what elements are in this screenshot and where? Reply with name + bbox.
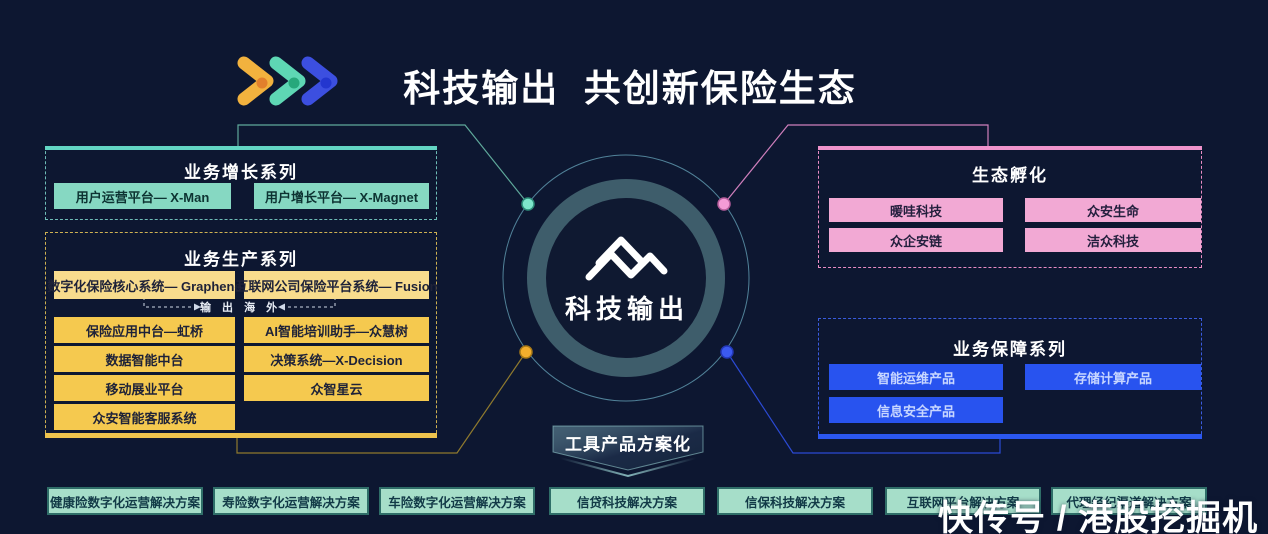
node-dot-blue <box>720 345 734 359</box>
zhongan-mountain-logo-icon <box>585 236 668 281</box>
center-disc <box>546 198 706 358</box>
production-item: 数据智能中台 <box>54 346 235 372</box>
section-incubation-title: 生态孵化 <box>972 166 1048 185</box>
incubation-item: 洁众科技 <box>1025 228 1201 252</box>
incubation-item: 暖哇科技 <box>829 198 1003 222</box>
section-assurance: 业务保障系列 智能运维产品 存储计算产品 信息安全产品 <box>818 318 1202 439</box>
section-production-accent-bar <box>45 433 437 438</box>
chevron-dot-green-icon <box>288 77 300 89</box>
banner-tip-glow <box>559 457 697 478</box>
production-featured-item: 互联网公司保险平台系统— Fusion <box>235 271 438 299</box>
production-item: 保险应用中台—虹桥 <box>54 317 235 343</box>
assurance-item: 存储计算产品 <box>1025 364 1201 390</box>
section-growth-accent-bar <box>45 146 437 150</box>
assurance-item: 信息安全产品 <box>829 397 1003 423</box>
center-circle-label: 科技输出 <box>564 294 689 324</box>
connector-growth <box>237 124 529 205</box>
page-title: 科技输出 共创新保险生态 <box>403 68 857 109</box>
export-overseas-note: 输 出 海 外 <box>200 302 282 314</box>
chevron-dot-blue-icon <box>320 77 332 89</box>
banner-shape <box>552 425 704 471</box>
section-incubation-accent-bar <box>818 146 1202 150</box>
production-item: 众安智能客服系统 <box>54 404 235 430</box>
solution-box: 寿险数字化运营解决方案 <box>213 487 369 515</box>
solution-box: 信贷科技解决方案 <box>549 487 705 515</box>
node-dot-yellow <box>519 345 533 359</box>
section-growth-title: 业务增长系列 <box>184 163 298 182</box>
section-incubation: 生态孵化 暖哇科技 众安生命 众企安链 洁众科技 <box>818 146 1202 268</box>
solution-box: 互联网平台解决方案 <box>885 487 1041 515</box>
solution-box: 代理经纪渠道解决方案 <box>1051 487 1207 515</box>
export-dashed-arrow-right <box>286 297 336 308</box>
connector-production <box>236 351 527 454</box>
incubation-item: 众安生命 <box>1025 198 1201 222</box>
export-arrowhead-left-icon <box>278 303 285 311</box>
section-assurance-title: 业务保障系列 <box>953 340 1067 359</box>
section-production-title: 业务生产系列 <box>184 250 298 269</box>
production-featured-item: 数字化保险核心系统— Graphene <box>47 271 242 299</box>
export-arrowhead-right-icon <box>194 303 201 311</box>
section-growth: 业务增长系列 用户运营平台— X-Man 用户增长平台— X-Magnet <box>45 146 437 220</box>
growth-item: 用户运营平台— X-Man <box>54 183 231 209</box>
production-item: 众智星云 <box>244 375 429 401</box>
solution-box: 车险数字化运营解决方案 <box>379 487 535 515</box>
connector-incubation <box>723 124 989 205</box>
solution-box: 信保科技解决方案 <box>717 487 873 515</box>
outer-ring <box>502 154 750 402</box>
banner-label: 工具产品方案化 <box>565 435 691 454</box>
assurance-item: 智能运维产品 <box>829 364 1003 390</box>
production-item: 移动展业平台 <box>54 375 235 401</box>
node-dot-pink <box>717 197 731 211</box>
production-item: AI智能培训助手—众慧树 <box>244 317 429 343</box>
section-assurance-accent-bar <box>818 434 1202 439</box>
connector-assurance <box>726 351 1001 454</box>
watermark: 快传号 / 港股挖掘机 <box>938 499 1259 534</box>
incubation-item: 众企安链 <box>829 228 1003 252</box>
export-dashed-arrow-left <box>143 297 193 308</box>
production-item: 决策系统—X-Decision <box>244 346 429 372</box>
node-dot-teal <box>521 197 535 211</box>
chevron-dot-orange-icon <box>256 77 268 89</box>
section-production: 业务生产系列 数字化保险核心系统— Graphene 互联网公司保险平台系统— … <box>45 232 438 438</box>
solution-box: 健康险数字化运营解决方案 <box>47 487 203 515</box>
growth-item: 用户增长平台— X-Magnet <box>254 183 429 209</box>
